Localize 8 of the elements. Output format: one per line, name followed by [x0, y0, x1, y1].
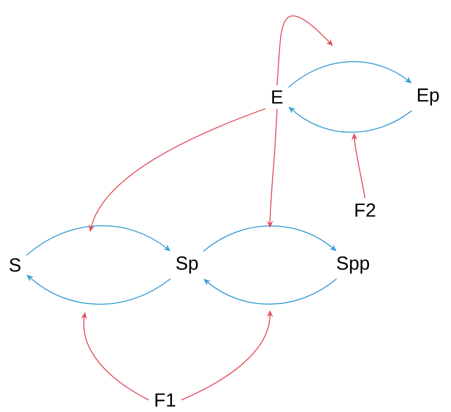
node-label: Ep	[418, 88, 439, 106]
node-label: F2	[356, 203, 376, 217]
node-label: E	[272, 90, 282, 104]
node-label: Spp	[337, 256, 370, 274]
node-label: S	[10, 258, 20, 272]
node-label: Sp	[176, 256, 198, 274]
node-label: F1	[156, 394, 176, 406]
arrow	[276, 15, 333, 86]
